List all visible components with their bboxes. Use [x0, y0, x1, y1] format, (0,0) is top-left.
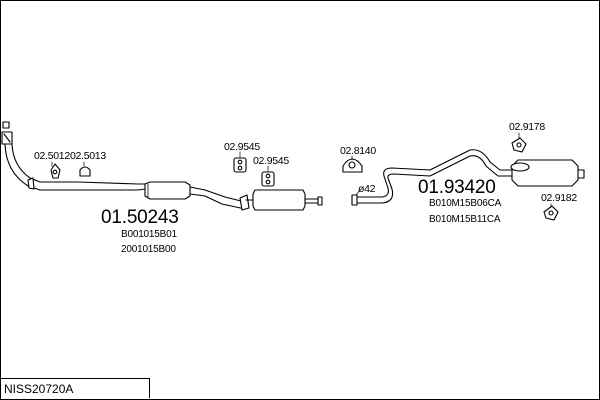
rear-section-code-1: B010M15B06CA [429, 198, 502, 209]
rear-silencer [510, 159, 585, 187]
rubber-hanger-02-9545-b [261, 171, 275, 187]
part-label-02-9178: 02.9178 [509, 121, 545, 133]
front-pipe [4, 143, 146, 191]
rubber-hanger-02-9182 [543, 205, 559, 221]
part-label-02-5013: 02.5013 [70, 150, 106, 162]
middle-pipe [189, 186, 250, 211]
reference-box [0, 378, 150, 398]
part-label-02-9545-b: 02.9545 [253, 155, 289, 167]
manifold-flange [1, 121, 13, 145]
rear-section-code-2: B010M15B11CA [429, 214, 501, 225]
rear-pipe [351, 149, 513, 206]
center-silencer [144, 181, 191, 200]
part-label-02-9182: 02.9182 [541, 192, 577, 204]
front-silencer-box [252, 189, 306, 211]
clamp-02-8140 [342, 158, 363, 173]
rear-section-part-number: 01.93420 [418, 177, 496, 198]
front-section-code-2: 2001015B00 [121, 244, 176, 255]
rubber-hanger-02-9178 [511, 137, 527, 153]
part-label-02-5012: 02.5012 [34, 150, 70, 162]
part-label-02-8140: 02.8140 [340, 145, 376, 157]
part-label-02-9545-a: 02.9545 [224, 141, 260, 153]
reference-number: NISS20720A [4, 382, 74, 396]
leader-lines [51, 132, 552, 208]
pipe-diameter-label: ø42 [358, 183, 376, 195]
front-section-part-number: 01.50243 [101, 207, 179, 228]
front-tail-pipe [304, 196, 323, 206]
rubber-hanger-02-9545-a [233, 157, 247, 173]
rubber-hanger-02-5013 [79, 166, 91, 177]
rubber-hanger-02-5012 [50, 163, 61, 179]
front-section-code-1: B001015B01 [121, 229, 177, 240]
